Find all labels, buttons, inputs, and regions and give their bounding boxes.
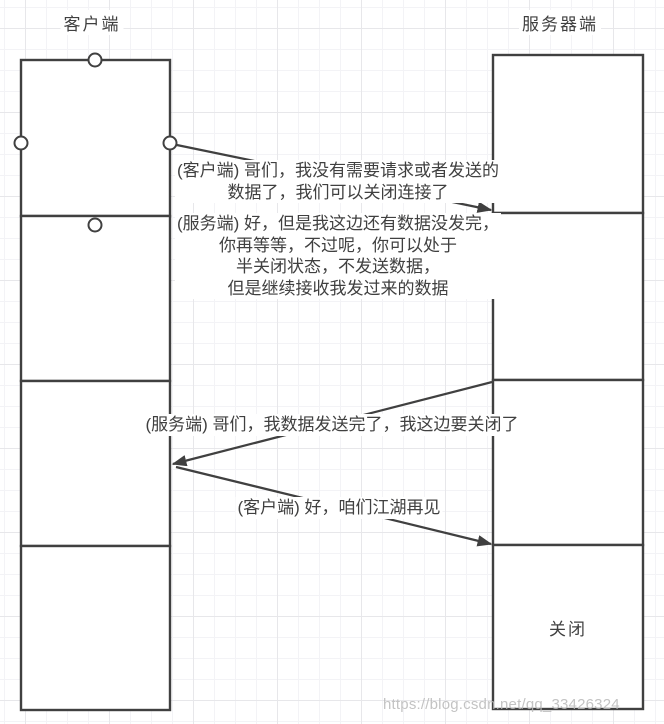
server-lifeline-box-3 [491,378,645,547]
client-lifeline-box-3 [19,379,172,548]
message-line: (客户端) 好，咱们江湖再见 [237,498,441,517]
server-lifeline-box-2 [491,211,645,382]
server-lifeline-box-4 [491,543,645,711]
message-label-1: (客户端) 哥们，我没有需要请求或者发送的 数据了，我们可以关闭连接了 [174,160,502,203]
message-line: 数据了，我们可以关闭连接了 [227,182,449,202]
watermark-url: https://blog.csdn.net/qq_33426324 [383,696,620,713]
connection-handle-right [162,135,178,151]
close-state-label: 关闭 [549,619,587,639]
message-line: (客户端) 哥们，我没有需要请求或者发送的 [176,161,500,180]
client-lifeline-box-4 [19,544,172,712]
client-title: 客户端 [60,10,124,35]
message-line: (服务端) 哥们，我数据发送完了，我这边要关闭了 [145,415,519,434]
message-line: (服务端) 好，但是我这边还有数据没发完， [176,214,500,233]
connection-handle-top [87,52,103,68]
message-label-3: (服务端) 哥们，我数据发送完了，我这边要关闭了 [143,414,521,436]
message-line: 但是继续接收我发过来的数据 [227,278,449,298]
server-lifeline-box-1 [491,53,645,215]
message-line: 你再等等，不过呢，你可以处于 [218,235,457,255]
client-lifeline-box-2 [19,214,172,383]
message-line: 半关闭状态，不发送数据， [235,257,440,276]
message-label-4: (客户端) 好，咱们江湖再见 [235,497,443,519]
server-title: 服务器端 [519,10,601,35]
client-lifeline-box-1 [19,58,172,218]
message-label-2: (服务端) 好，但是我这边还有数据没发完， 你再等等，不过呢，你可以处于 半关闭… [174,213,502,299]
connection-handle-bottom [87,217,103,233]
connection-handle-left [13,135,29,151]
